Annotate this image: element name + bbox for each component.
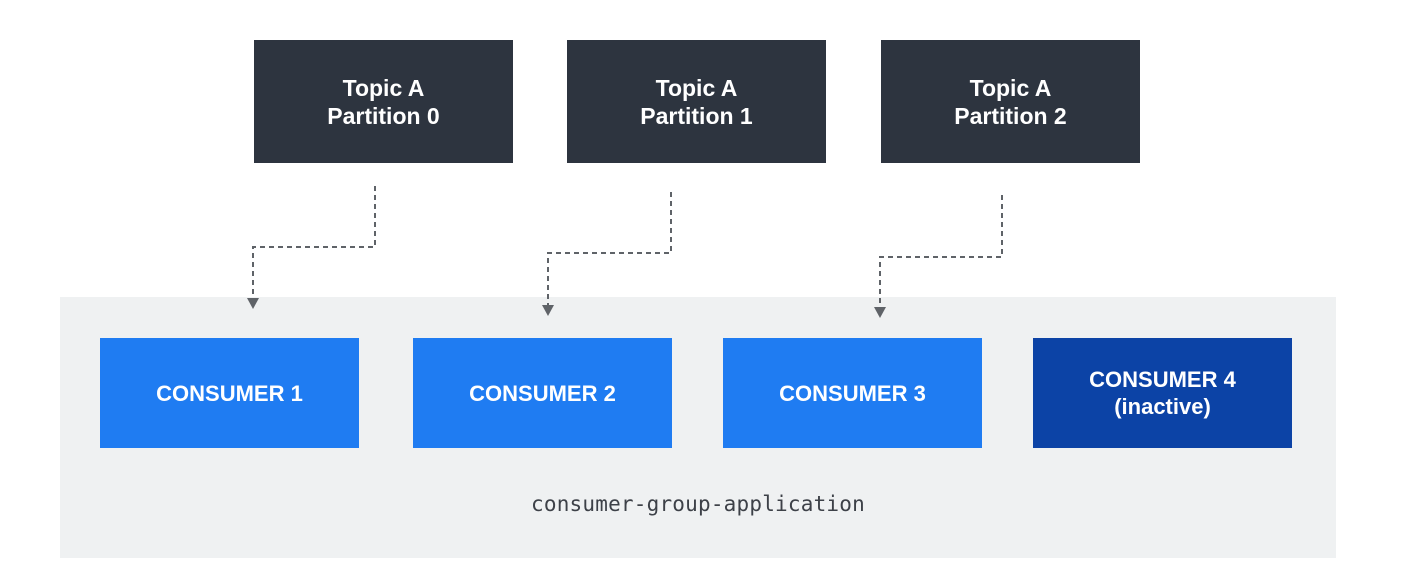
connector-partition-2-to-consumer-3 — [879, 195, 1003, 308]
consumer-2-box: CONSUMER 2 — [413, 338, 672, 448]
partition-0-topic: Topic A — [342, 74, 425, 101]
partition-1-label: Partition 1 — [640, 102, 753, 129]
consumer-3-box: CONSUMER 3 — [723, 338, 982, 448]
consumer-group-label: consumer-group-application — [531, 492, 865, 516]
consumer-4-box: CONSUMER 4 (inactive) — [1033, 338, 1292, 448]
consumer-2-label: CONSUMER 2 — [469, 380, 616, 406]
partition-2-label: Partition 2 — [954, 102, 1067, 129]
connector-partition-1-to-consumer-2 — [547, 192, 672, 306]
partition-0-box: Topic A Partition 0 — [254, 40, 513, 163]
consumer-4-status: (inactive) — [1114, 394, 1211, 419]
partition-2-box: Topic A Partition 2 — [881, 40, 1140, 163]
consumer-1-label: CONSUMER 1 — [156, 380, 303, 406]
partition-2-topic: Topic A — [969, 74, 1052, 101]
consumer-4-label: CONSUMER 4 — [1089, 367, 1236, 392]
consumer-3-label: CONSUMER 3 — [779, 380, 926, 406]
partition-0-label: Partition 0 — [327, 102, 440, 129]
consumer-1-box: CONSUMER 1 — [100, 338, 359, 448]
partition-1-box: Topic A Partition 1 — [567, 40, 826, 163]
partition-1-topic: Topic A — [655, 74, 738, 101]
connector-partition-0-to-consumer-1 — [252, 186, 376, 298]
